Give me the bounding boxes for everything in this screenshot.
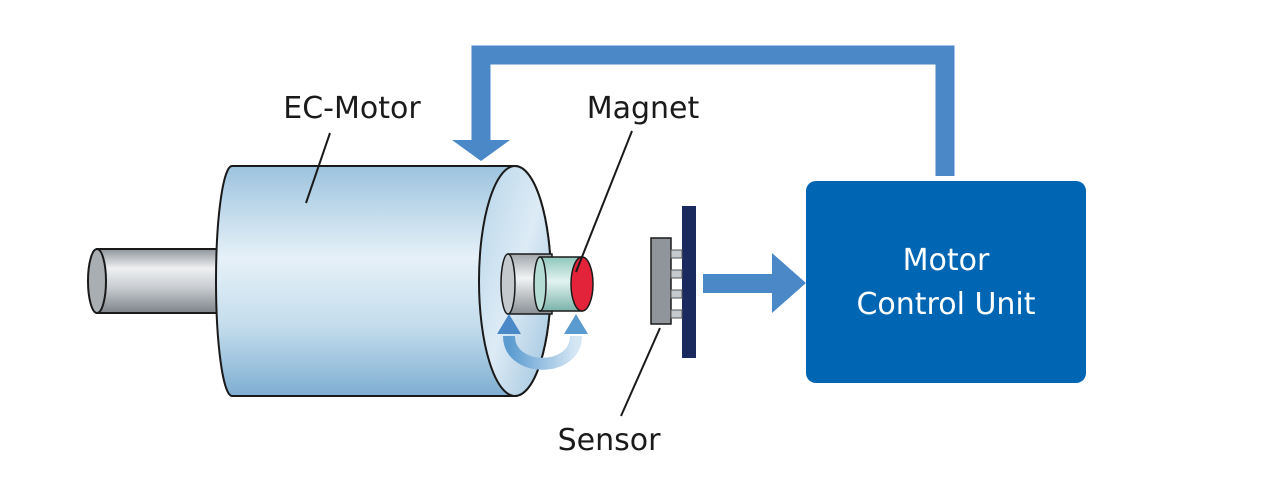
motor-control-unit-box: [806, 181, 1086, 383]
motor-control-unit-line1: Motor: [903, 243, 990, 278]
rotor-hub: [500, 253, 583, 315]
magnet-leader-line: [575, 130, 633, 273]
magnet-disc: [570, 256, 594, 312]
feedback-arrow-icon: [452, 45, 955, 176]
sensor-chip: [650, 237, 672, 325]
motor-control-unit-line2: Control Unit: [856, 287, 1035, 322]
motor-control-unit: Motor Control Unit: [806, 181, 1086, 383]
signal-arrow-icon: [703, 253, 806, 313]
magnet-label: Magnet: [587, 91, 700, 126]
sensor-board: [682, 206, 696, 358]
rotation-arrow-icon: [497, 314, 588, 370]
motor-body: [215, 165, 552, 397]
motor-shaft: [87, 248, 228, 314]
sensor-leader-line: [620, 327, 661, 417]
ec-motor-label: EC-Motor: [283, 91, 421, 126]
sensor: [650, 206, 696, 358]
ec-motor-leader-line: [305, 132, 331, 204]
sensor-label: Sensor: [558, 423, 661, 458]
